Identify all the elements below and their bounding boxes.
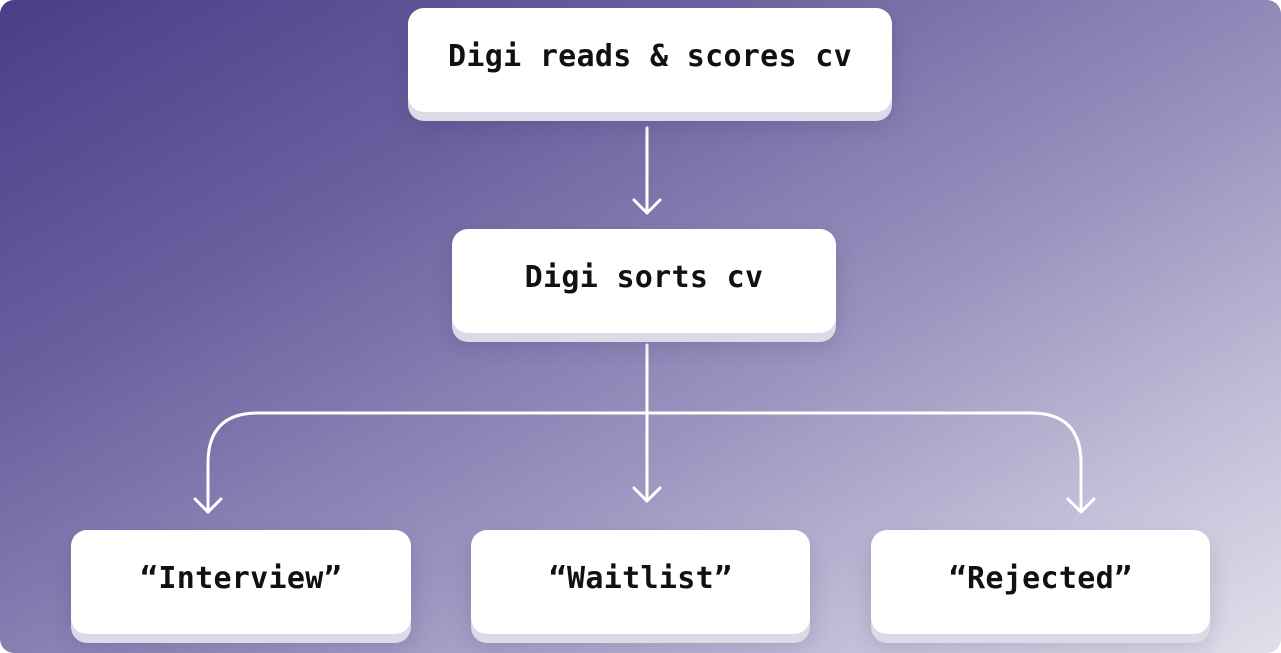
node-label: “Waitlist” [548,560,733,596]
edge-reads-to-sorts [632,126,662,215]
arrowhead-icon [632,198,662,215]
node-label: Digi sorts cv [524,259,764,295]
node-waitlist: “Waitlist” [471,530,810,634]
arrowhead-icon [632,486,662,503]
node-label: “Rejected” [948,560,1133,596]
edge-sorts-to-rejected [645,411,1096,514]
connector-line [206,411,649,514]
arrowhead-icon [1066,497,1096,514]
connector-line [645,411,1083,514]
node-rejected: “Rejected” [871,530,1210,634]
node-sorts: Digi sorts cv [452,229,836,333]
node-reads-and-scores: Digi reads & scores cv [408,8,892,112]
node-label: “Interview” [140,560,342,596]
arrowhead-icon [193,497,223,514]
edge-sorts-to-waitlist [632,343,662,503]
node-label: Digi reads & scores cv [448,38,852,74]
edge-sorts-to-interview [193,411,649,514]
node-interview: “Interview” [71,530,411,634]
